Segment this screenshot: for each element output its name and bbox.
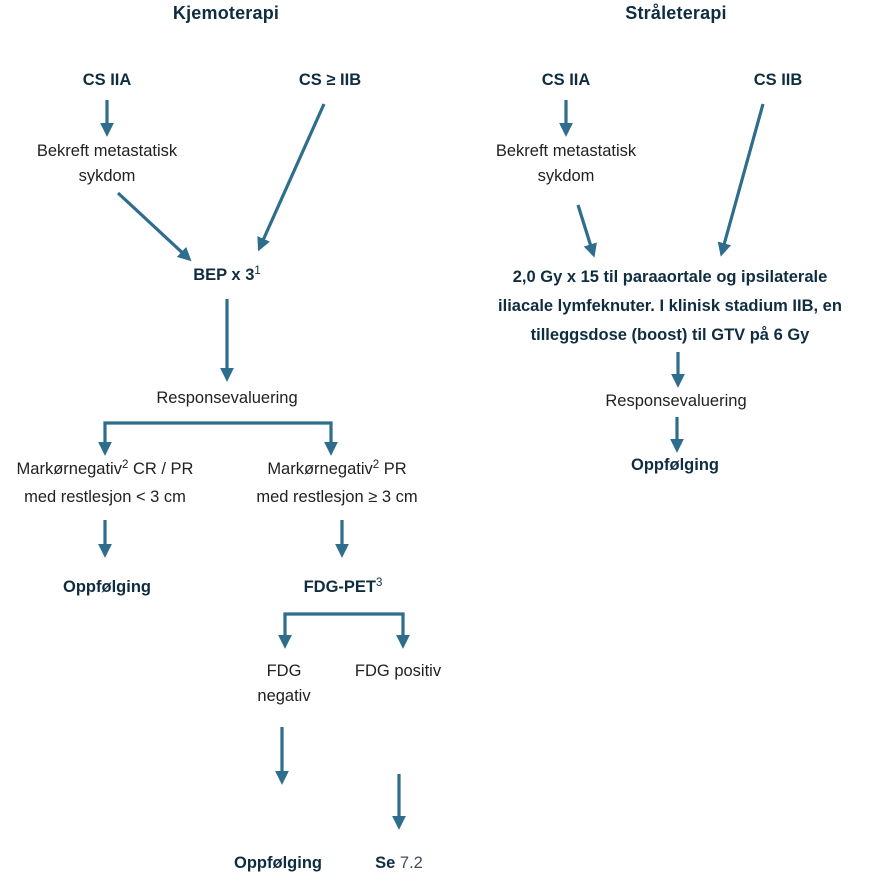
fdg-pet-footnote-sup: 3 [376,577,383,589]
arrow-chemo-csiib-to-bep [257,103,326,252]
branch-left-line1: Markørnegativ2 CR / PR [17,456,194,484]
fdg-pet-label: FDG-PET [303,578,377,596]
branch-marker-negativ-cr-pr: Markørnegativ2 CR / PR med restlesjon < … [17,456,194,510]
branch-left-sup: 2 [121,459,129,471]
se-label: Se [375,854,396,872]
branch-right-post: PR [379,460,407,478]
radio-cs-iia-label: CS IIA [541,71,591,89]
radio-bekreft-line1: Bekreft metastatisk [495,142,637,160]
radio-dose-node: 2,0 Gy x 15 til paraaortale og ipsilater… [498,263,842,350]
fdg-negativ-line2: negativ [257,687,311,705]
fdg-negativ-line1: FDG [266,662,302,680]
branch-right-line2: med restlesjon ≥ 3 cm [256,488,418,506]
chemo-cs-iia-label: CS IIA [82,71,132,89]
chemo-bekreft-node: Bekreft metastatisk sykdom [37,139,177,189]
arrow-chemo-bekreft-to-bep [116,191,192,262]
radio-dose-line1: 2,0 Gy x 15 til paraaortale og ipsilater… [512,268,828,286]
fdg-pet-node: FDG-PET3 [303,577,383,597]
branch-left-post: CR / PR [128,460,194,478]
chemo-bekreft-line1: Bekreft metastatisk [36,142,178,160]
se-reference-node: Se 7.2 [375,854,423,873]
arrow-radio-csiib-to-dose [717,103,765,257]
radio-column-title: Stråleterapi [625,3,727,23]
branch-left-line2: med restlesjon < 3 cm [24,488,186,506]
branch-right-pre: Markørnegativ [267,460,373,478]
radio-cs-iib-label: CS IIB [753,71,803,89]
chemo-oppfolging-bottom-node: Oppfølging [234,854,322,872]
chemo-respons-node: Responsevaluering [156,389,298,407]
se-reference-link[interactable]: 7.2 [399,854,423,872]
bep-label: BEP x 3 [193,266,255,284]
arrow-radio-bekreft-to-dose [576,204,597,258]
radio-dose-line3: tilleggsdose (boost) til GTV på 6 Gy [530,326,810,344]
bep-footnote-sup: 1 [254,265,261,277]
branch-right-line1: Markørnegativ2 PR [256,456,417,484]
radio-dose-line2: iliacale lymfeknuter. I klinisk stadium … [498,297,842,315]
chemo-cs-gte-iib-label: CS ≥ IIB [298,71,362,89]
fdg-positiv-node: FDG positiv [354,662,442,680]
radio-oppfolging-node: Oppfølging [631,456,719,474]
chemo-oppfolging-left-node: Oppfølging [63,578,151,596]
radio-bekreft-node: Bekreft metastatisk sykdom [496,139,636,189]
branch-right-sup: 2 [372,459,380,471]
radio-respons-node: Responsevaluering [605,392,747,410]
radio-bekreft-line2: sykdom [537,167,595,185]
fdg-negativ-node: FDG negativ [257,659,310,709]
chemo-column-title: Kjemoterapi [172,3,280,23]
chemo-bekreft-line2: sykdom [78,167,136,185]
branch-marker-negativ-pr: Markørnegativ2 PR med restlesjon ≥ 3 cm [256,456,417,510]
bep-node: BEP x 31 [193,265,261,285]
branch-left-pre: Markørnegativ [16,460,122,478]
